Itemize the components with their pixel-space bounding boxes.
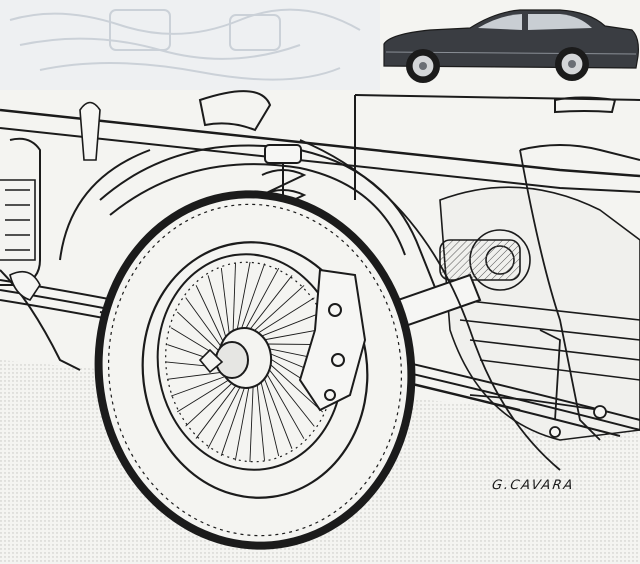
- wheel-spoke: [252, 285, 305, 333]
- wheel-spoke: [220, 267, 231, 337]
- artist-signature: G.CAVARA: [490, 478, 576, 493]
- wheel-spoke: [244, 267, 280, 331]
- wheel-spoke: [234, 385, 250, 461]
- wheel-spoke: [240, 263, 266, 331]
- wheel-spoke: [176, 311, 222, 354]
- wheel-spoke: [249, 384, 254, 463]
- differential-housing: [439, 186, 640, 441]
- wheel-spoke: [265, 371, 305, 439]
- wheel-spoke: [232, 263, 236, 334]
- wheel-spoke: [176, 379, 230, 413]
- brake-assembly: [298, 268, 367, 412]
- wheel-spoke: [248, 275, 293, 331]
- wheel-spoke: [256, 297, 315, 335]
- wheel-spoke: [185, 297, 223, 349]
- rear-frame: [0, 101, 101, 301]
- wheel-spoke: [256, 382, 265, 461]
- wheel-spoke: [195, 384, 238, 439]
- wheel-spoke: [220, 385, 246, 457]
- wheel-spoke: [207, 385, 242, 449]
- wheel-spoke: [207, 275, 228, 341]
- wheel-spoke: [267, 367, 315, 427]
- wheel-spoke: [167, 371, 225, 380]
- wheel-spoke: [195, 285, 225, 345]
- brake-lines: [299, 139, 607, 471]
- wheel-spoke: [259, 379, 280, 457]
- faded-background-lines: [9, 8, 361, 81]
- inset-car-photo: [380, 0, 640, 90]
- wheel-spoke: [236, 261, 251, 332]
- wheel-spoke: [262, 375, 293, 449]
- wheel-spoke: [170, 375, 227, 397]
- wheel-spoke: [268, 362, 324, 413]
- wheel-spoke: [260, 311, 323, 337]
- wheel-spoke: [185, 381, 234, 427]
